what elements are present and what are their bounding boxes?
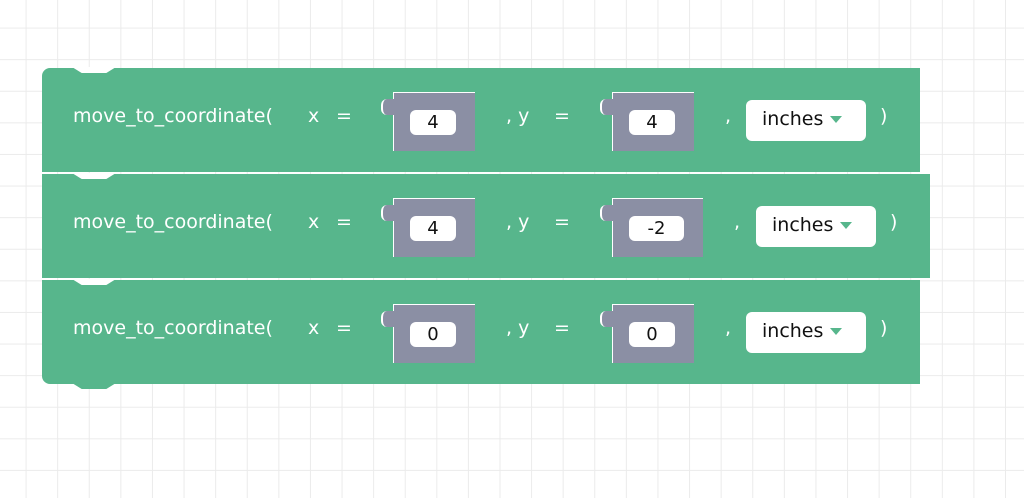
x-value-slot: 4 xyxy=(381,92,475,151)
dropdown-arrow-icon xyxy=(840,222,853,229)
comma-label: , xyxy=(725,105,732,127)
x-value-slot: 4 xyxy=(381,198,475,257)
x-label: x xyxy=(308,105,320,127)
x-label: x xyxy=(308,211,320,233)
comma-label: , xyxy=(734,211,741,233)
y-value-slot: 0 xyxy=(600,304,694,363)
y-label: , y xyxy=(506,317,530,339)
x-value-slot: 0 xyxy=(381,304,475,363)
equals-label: = xyxy=(336,211,352,233)
unit-dropdown[interactable]: inches xyxy=(746,100,866,141)
equals-label: = xyxy=(336,317,352,339)
comma-label: , xyxy=(725,317,732,339)
unit-value: inches xyxy=(762,320,824,342)
block-notch xyxy=(72,67,116,73)
close-paren: ) xyxy=(880,105,888,127)
move-block-1[interactable]: move_to_coordinate( x = 4 , y = 4 , inch… xyxy=(42,67,920,172)
unit-dropdown[interactable]: inches xyxy=(756,206,876,247)
x-label: x xyxy=(308,317,320,339)
y-value-slot: -2 xyxy=(600,198,703,257)
function-label: move_to_coordinate( xyxy=(73,105,273,127)
dropdown-arrow-icon xyxy=(830,328,843,335)
close-paren: ) xyxy=(890,211,898,233)
y-label: , y xyxy=(506,211,530,233)
block-notch xyxy=(72,279,116,285)
close-paren: ) xyxy=(880,317,888,339)
move-block-3[interactable]: move_to_coordinate( x = 0 , y = 0 , inch… xyxy=(42,279,920,389)
y-label: , y xyxy=(506,105,530,127)
x-value-input[interactable]: 0 xyxy=(410,322,456,347)
equals-label: = xyxy=(554,317,570,339)
equals-label: = xyxy=(554,105,570,127)
dropdown-arrow-icon xyxy=(830,116,843,123)
unit-dropdown[interactable]: inches xyxy=(746,312,866,353)
function-label: move_to_coordinate( xyxy=(73,317,273,339)
equals-label: = xyxy=(336,105,352,127)
equals-label: = xyxy=(554,211,570,233)
unit-value: inches xyxy=(762,108,824,130)
move-block-2[interactable]: move_to_coordinate( x = 4 , y = -2 , inc… xyxy=(42,173,930,278)
y-value-input[interactable]: -2 xyxy=(629,216,684,241)
unit-value: inches xyxy=(772,214,834,236)
y-value-input[interactable]: 0 xyxy=(629,322,675,347)
block-notch xyxy=(72,173,116,179)
y-value-slot: 4 xyxy=(600,92,694,151)
function-label: move_to_coordinate( xyxy=(73,211,273,233)
x-value-input[interactable]: 4 xyxy=(410,216,456,241)
block-tab xyxy=(72,383,116,389)
x-value-input[interactable]: 4 xyxy=(410,110,456,135)
y-value-input[interactable]: 4 xyxy=(629,110,675,135)
